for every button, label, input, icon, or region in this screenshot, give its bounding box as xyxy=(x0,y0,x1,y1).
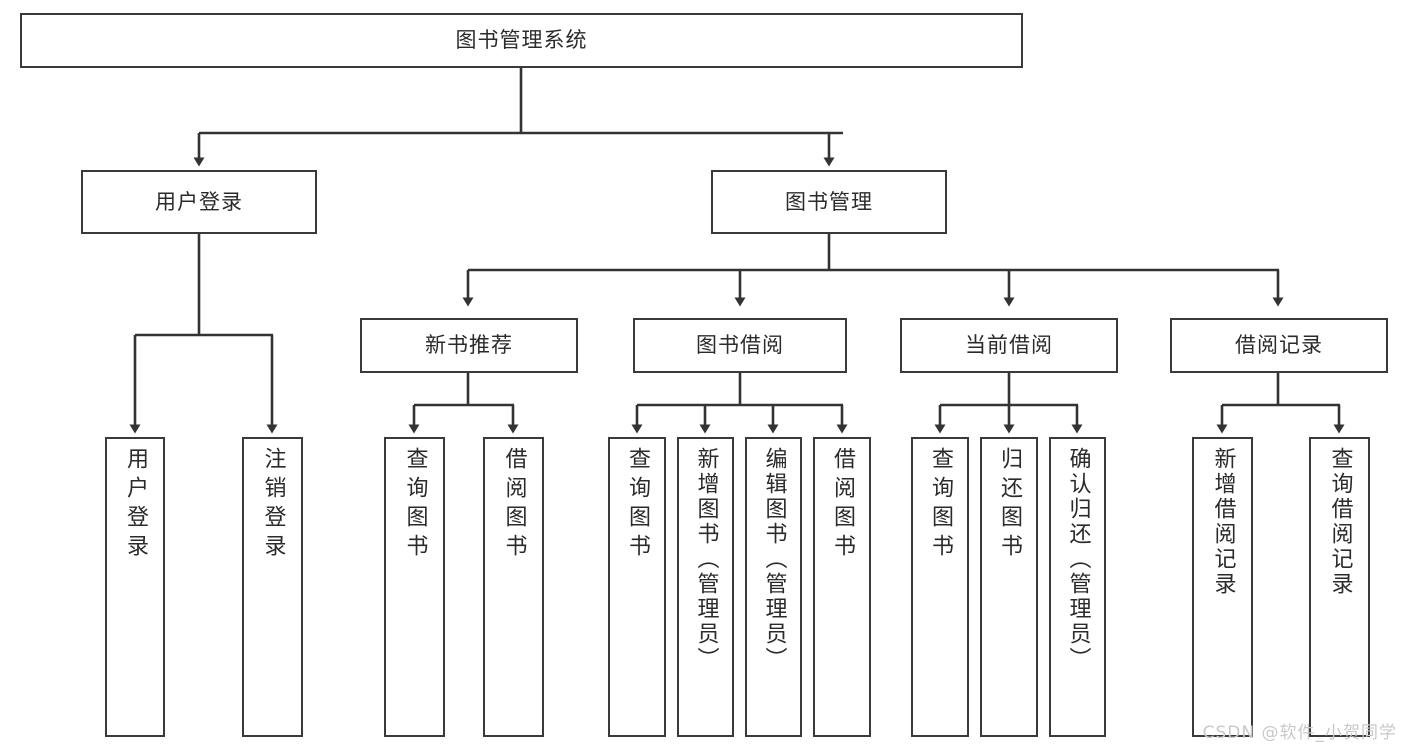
node-label: 归还图书 xyxy=(997,447,1022,563)
node-label: 借阅图书 xyxy=(501,447,527,563)
leaf-query-book-newbook[interactable]: 查询图书 xyxy=(384,437,445,737)
node-borrow-record[interactable]: 借阅记录 xyxy=(1170,318,1388,373)
node-label: 查询图书 xyxy=(625,447,650,563)
node-label: 新增图书（管理员） xyxy=(693,447,719,672)
leaf-query-book-current[interactable]: 查询图书 xyxy=(911,437,969,737)
leaf-user-login[interactable]: 用户登录 xyxy=(105,437,165,737)
node-book-management[interactable]: 图书管理 xyxy=(711,170,947,234)
node-label: 图书借阅 xyxy=(696,333,784,358)
node-label: 用户登录 xyxy=(123,447,148,563)
node-root-system[interactable]: 图书管理系统 xyxy=(20,13,1023,68)
node-label: 查询图书 xyxy=(402,447,428,563)
leaf-query-borrow-record[interactable]: 查询借阅记录 xyxy=(1309,437,1370,737)
leaf-return-book[interactable]: 归还图书 xyxy=(980,437,1038,737)
node-label: 图书管理 xyxy=(785,189,873,214)
node-label: 用户登录 xyxy=(155,189,243,214)
leaf-confirm-return-admin[interactable]: 确认归还（管理员） xyxy=(1049,437,1106,737)
node-label: 当前借阅 xyxy=(965,333,1053,358)
node-label: 确认归还（管理员） xyxy=(1065,447,1091,672)
leaf-borrow-book[interactable]: 借阅图书 xyxy=(813,437,871,737)
node-user-login[interactable]: 用户登录 xyxy=(81,170,317,234)
node-new-book-recommend[interactable]: 新书推荐 xyxy=(360,318,578,373)
node-label: 查询图书 xyxy=(928,447,953,563)
leaf-borrow-book-newbook[interactable]: 借阅图书 xyxy=(483,437,544,737)
leaf-add-borrow-record[interactable]: 新增借阅记录 xyxy=(1192,437,1253,737)
node-label: 借阅图书 xyxy=(830,447,855,563)
leaf-add-book-admin[interactable]: 新增图书（管理员） xyxy=(677,437,734,737)
leaf-query-book-borrow[interactable]: 查询图书 xyxy=(608,437,666,737)
watermark: CSDN @软件_小贺同学 xyxy=(1202,723,1397,743)
node-label: 查询借阅记录 xyxy=(1327,447,1353,597)
node-label: 注销登录 xyxy=(260,447,286,563)
node-current-borrow[interactable]: 当前借阅 xyxy=(900,318,1118,373)
leaf-edit-book-admin[interactable]: 编辑图书（管理员） xyxy=(745,437,802,737)
node-label: 新书推荐 xyxy=(425,333,513,358)
node-label: 借阅记录 xyxy=(1235,333,1323,358)
leaf-logout[interactable]: 注销登录 xyxy=(242,437,303,737)
node-book-borrow[interactable]: 图书借阅 xyxy=(633,318,847,373)
node-label: 编辑图书（管理员） xyxy=(761,447,787,672)
node-label: 新增借阅记录 xyxy=(1210,447,1236,597)
node-label: 图书管理系统 xyxy=(455,28,588,53)
